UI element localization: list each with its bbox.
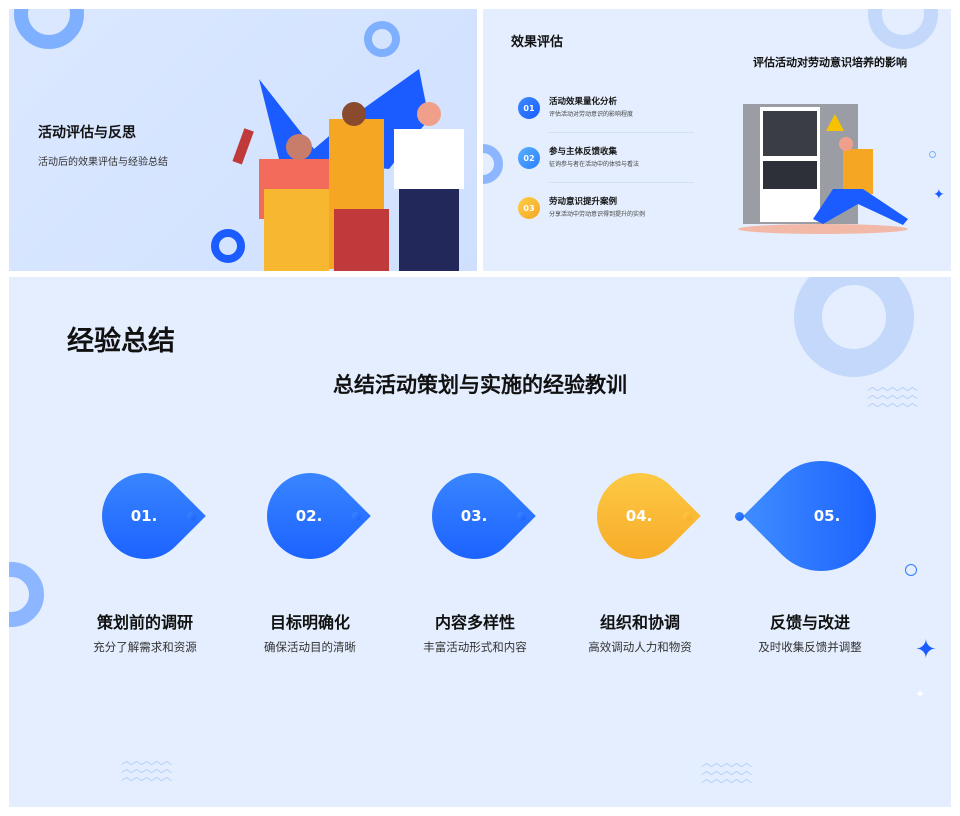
number-badge: 01 bbox=[518, 97, 540, 119]
wave-decoration: ︿︿︿︿︿︿︿︿︿︿︿︿︿︿︿ bbox=[867, 380, 918, 409]
connector-dot bbox=[683, 512, 692, 521]
step-number: 02. bbox=[295, 507, 323, 525]
slide-title: 活动评估与反思 bbox=[38, 125, 136, 141]
step-desc: 充分了解需求和资源 bbox=[93, 640, 197, 654]
number-badge: 03 bbox=[518, 197, 540, 219]
divider bbox=[549, 132, 694, 133]
slide-title: 效果评估 bbox=[511, 35, 564, 50]
wave-decoration: ︿︿︿︿︿︿︿︿︿︿︿︿︿︿︿ bbox=[701, 756, 752, 785]
slide-thumbnail-2[interactable]: 效果评估 评估活动对劳动意识培养的影响 01 活动效果量化分析 评估活动对劳动意… bbox=[483, 9, 951, 271]
gear-icon bbox=[364, 21, 400, 57]
step-title: 策划前的调研 bbox=[96, 613, 193, 632]
connector-dot bbox=[517, 512, 526, 521]
slide-title: 经验总结 bbox=[67, 326, 175, 357]
gear-icon bbox=[483, 144, 503, 184]
slide-main: ︿︿︿︿︿︿︿︿︿︿︿︿︿︿︿ ︿︿︿︿︿︿︿︿︿︿︿︿︿︿︿ ︿︿︿︿︿︿︿︿… bbox=[9, 277, 951, 807]
gear-icon bbox=[14, 9, 84, 49]
step-number: 05. bbox=[813, 507, 841, 525]
connector-dot bbox=[352, 512, 361, 521]
gear-icon bbox=[868, 9, 938, 49]
number-badge: 02 bbox=[518, 147, 540, 169]
circle-decoration bbox=[905, 564, 917, 576]
electrician-illustration bbox=[738, 104, 908, 234]
item-desc: 评估活动对劳动意识的影响程度 bbox=[549, 111, 634, 118]
slide-thumbnail-1[interactable]: 活动评估与反思 活动后的效果评估与经验总结 bbox=[9, 9, 477, 271]
step-number: 03. bbox=[460, 507, 488, 525]
gear-icon bbox=[211, 229, 245, 263]
connector-dot bbox=[735, 512, 744, 521]
item-desc: 分享活动中劳动意识得到提升的实例 bbox=[549, 211, 646, 218]
step-desc: 丰富活动形式和内容 bbox=[423, 640, 527, 654]
sparkle-icon: ✦ bbox=[915, 687, 926, 701]
item-title: 参与主体反馈收集 bbox=[549, 147, 618, 157]
slide-heading: 评估活动对劳动意识培养的影响 bbox=[753, 56, 907, 69]
step-desc: 及时收集反馈并调整 bbox=[758, 640, 862, 654]
step-number: 01. bbox=[130, 507, 158, 525]
circle-decoration bbox=[929, 151, 936, 158]
sparkle-icon: ✦ bbox=[933, 187, 945, 203]
slide-subtitle: 活动后的效果评估与经验总结 bbox=[38, 157, 168, 168]
connector-dot bbox=[187, 512, 196, 521]
step-title: 组织和协调 bbox=[599, 613, 680, 632]
step-number: 04. bbox=[625, 507, 653, 525]
slide-heading: 总结活动策划与实施的经验教训 bbox=[333, 373, 627, 397]
sparkle-icon: ✦ bbox=[915, 635, 937, 665]
step-title: 反馈与改进 bbox=[769, 613, 850, 632]
item-title: 活动效果量化分析 bbox=[549, 97, 618, 107]
gear-icon bbox=[794, 277, 914, 377]
step-title: 内容多样性 bbox=[434, 613, 515, 632]
item-title: 劳动意识提升案例 bbox=[549, 197, 618, 207]
gear-icon bbox=[9, 562, 44, 627]
step-desc: 高效调动人力和物资 bbox=[588, 640, 692, 654]
item-desc: 征询参与者在活动中的体验与看法 bbox=[549, 161, 640, 168]
divider bbox=[549, 182, 694, 183]
workers-illustration bbox=[232, 69, 464, 271]
step-desc: 确保活动目的清晰 bbox=[264, 640, 356, 654]
wave-decoration: ︿︿︿︿︿︿︿︿︿︿︿︿︿︿︿ bbox=[121, 754, 172, 783]
step-title: 目标明确化 bbox=[269, 613, 350, 632]
